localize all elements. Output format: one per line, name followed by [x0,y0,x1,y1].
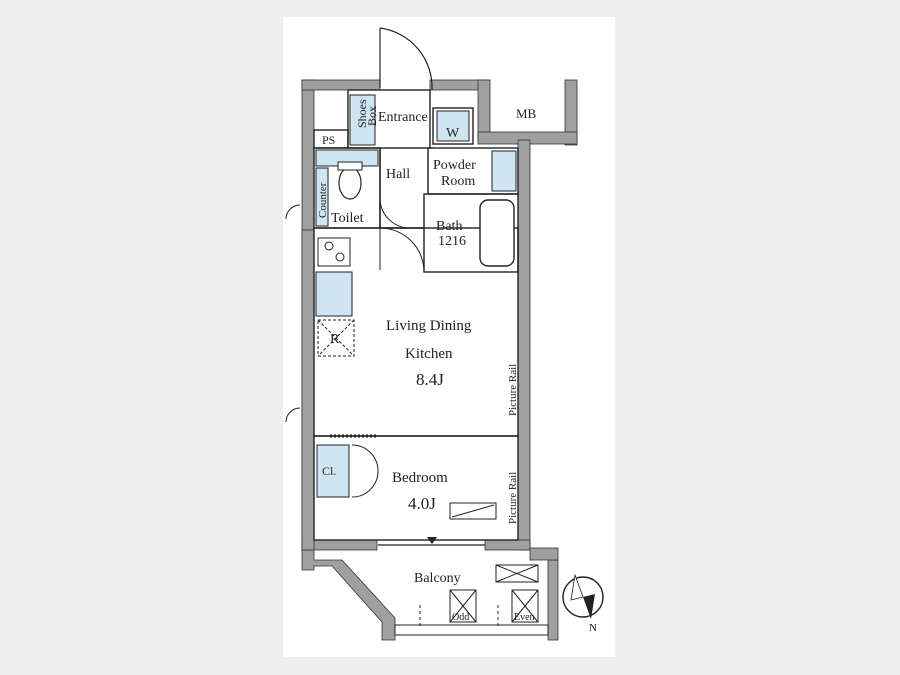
entrance-door [379,27,433,91]
label-entrance: Entrance [378,110,428,125]
label-picture-rail-2: Picture Rail [507,472,519,524]
label-bedroom-size: 4.0J [408,494,436,513]
label-closet: Cl. [322,464,336,478]
label-powder-1: Powder [433,158,476,173]
balcony-area [394,564,549,636]
fixtures [315,94,517,498]
side-window-marks [285,204,301,423]
label-picture-rail-1: Picture Rail [507,364,519,416]
closet-door [351,444,379,498]
interior-walls [313,89,519,541]
label-ps: PS [322,133,335,147]
bathtub-icon [479,199,515,267]
label-washer: W [446,126,460,141]
compass-icon [562,573,604,619]
kitchen-sink [315,271,353,317]
washer-pan [436,110,470,142]
label-powder-2: Room [441,174,475,189]
toilet-tank-icon [337,161,363,171]
compass-north-label: N [589,622,597,634]
refrigerator-space [317,319,355,357]
label-ldk-size: 8.4J [416,370,444,389]
powder-sink [491,150,517,192]
closet-storage [316,444,350,498]
air-conditioner-line [451,504,495,518]
stove-icon [317,237,351,267]
label-counter: Counter [317,182,329,218]
label-odd: Odd [452,612,469,623]
window-marker-icon [427,537,437,544]
label-ldk-1: Living Dining [386,318,472,334]
counter-strip [315,167,329,227]
hall-door [379,199,425,273]
burner-icon [335,252,345,262]
label-ldk-2: Kitchen [405,346,453,362]
label-hall: Hall [386,167,410,182]
label-shoes-box-2: Box [365,106,379,126]
label-bath-2: 1216 [438,234,466,249]
shoes-box-cabinet [349,94,376,146]
label-mb: MB [516,106,537,121]
label-shoes-box-1: Shoes [355,99,369,128]
burner-icon [324,241,334,251]
label-even: Even [514,612,535,623]
label-toilet: Toilet [331,211,364,226]
toilet-bowl-icon [338,166,362,200]
label-bedroom: Bedroom [392,470,448,486]
label-bath-1: Bath [436,219,462,234]
label-refrigerator: R [330,332,340,347]
label-balcony: Balcony [414,571,461,586]
